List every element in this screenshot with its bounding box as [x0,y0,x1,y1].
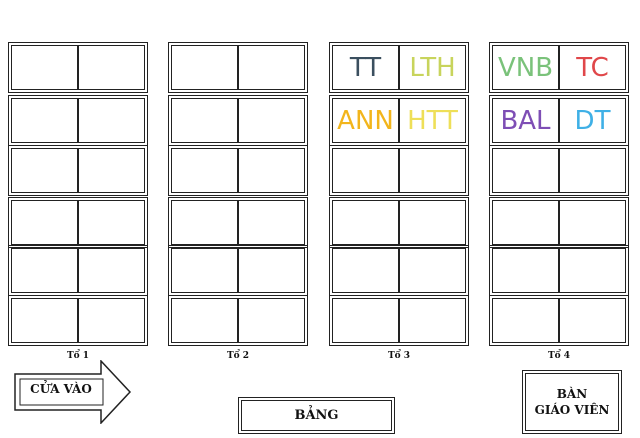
seat [12,249,77,292]
seat [333,149,398,192]
seat [237,201,304,244]
desk [8,197,148,248]
desk [168,197,308,248]
desk [489,295,629,346]
seat [237,46,304,89]
seat [398,299,465,342]
seat [493,149,558,192]
seat [77,299,144,342]
seat [558,149,625,192]
seat: LTH [398,46,465,89]
desk [8,145,148,196]
seat [333,201,398,244]
desk [329,145,469,196]
seat: DT [558,99,625,142]
seat: BAL [500,105,551,136]
desk [168,145,308,196]
seat [77,249,144,292]
seat [77,46,144,89]
seat [493,201,558,244]
seat: VNB [497,52,554,83]
seat: TC [558,46,625,89]
teacher-desk-line1: BÀN [556,386,588,401]
seat [398,201,465,244]
group-label: Tổ 4 [547,351,571,361]
seat [493,299,558,342]
seat: HTT [398,99,465,142]
seat [77,201,144,244]
door-label: CỬA VÀO [30,382,92,396]
seat [77,149,144,192]
blackboard: BẢNG [238,397,395,434]
seat [493,249,558,292]
teacher-desk: BÀN GIÁO VIÊN [522,370,622,434]
seat [237,299,304,342]
seat [77,99,144,142]
desk [168,295,308,346]
seat [558,249,625,292]
desk [168,95,308,146]
desk [8,295,148,346]
seat [172,46,237,89]
desk [329,197,469,248]
seat [558,299,625,342]
entrance-arrow: CỬA VÀO [13,360,133,424]
desk [489,197,629,248]
desk [168,245,308,296]
teacher-desk-line2: GIÁO VIÊN [534,403,610,417]
seat [398,149,465,192]
seat [12,99,77,142]
desk [329,245,469,296]
seat [172,99,237,142]
group-label: Tổ 1 [66,351,90,361]
seat [12,46,77,89]
seat: ANN [337,105,394,136]
desk: TT LTH [329,42,469,93]
desk [168,42,308,93]
seat [237,149,304,192]
desk [489,245,629,296]
seat [333,249,398,292]
arrow-right-icon [14,360,132,424]
seat [172,249,237,292]
seat [172,299,237,342]
seat [12,299,77,342]
seat [12,149,77,192]
desk [8,245,148,296]
seat [237,249,304,292]
seat [172,149,237,192]
seat [558,201,625,244]
desk [8,42,148,93]
seat [398,249,465,292]
group-label: Tổ 3 [387,351,411,361]
seat [333,299,398,342]
group-label: Tổ 2 [226,351,250,361]
seat: TT [349,52,382,83]
seat [12,201,77,244]
desk [489,145,629,196]
seat [237,99,304,142]
desk [8,95,148,146]
desk [329,295,469,346]
seat [172,201,237,244]
